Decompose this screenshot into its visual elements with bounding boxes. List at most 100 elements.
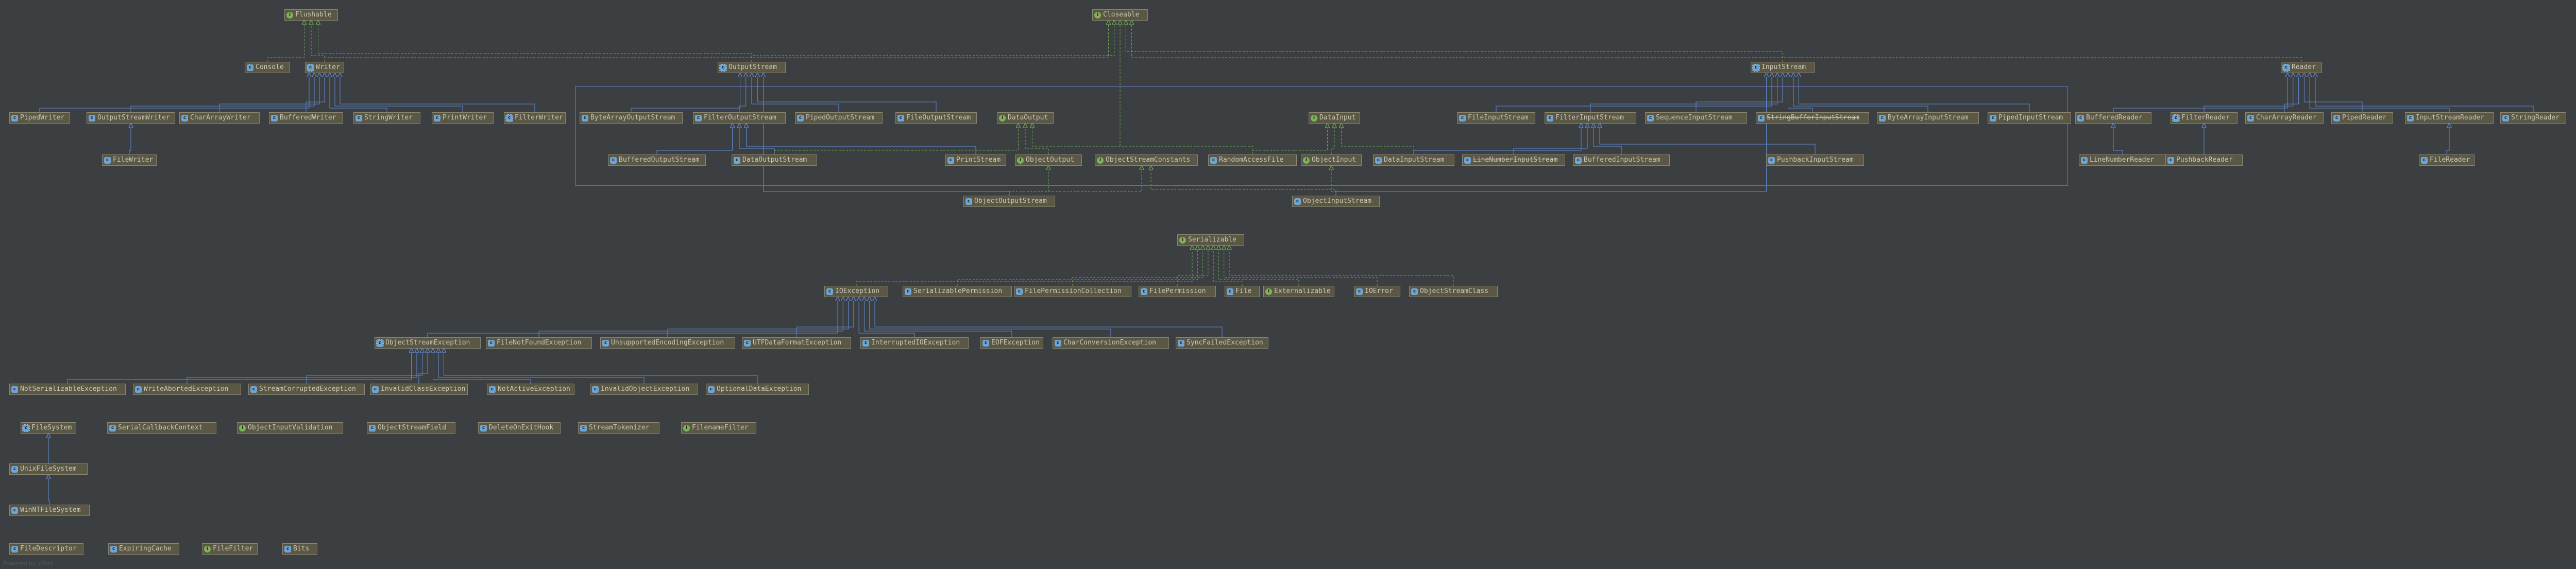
final-icon: c <box>905 288 911 295</box>
node-label: FilenameFilter <box>692 424 749 432</box>
edge-implements <box>1224 246 1378 286</box>
node-label: PipedWriter <box>20 114 65 122</box>
edge-extends <box>418 349 428 384</box>
node-label: FileInputStream <box>1468 114 1529 122</box>
node-label: NotSerializableException <box>20 385 117 393</box>
edge-implements <box>1229 246 1454 286</box>
edge-extends <box>1793 73 1928 112</box>
class-icon: c <box>1210 157 1217 164</box>
node-label: ExpiringCache <box>119 545 172 553</box>
class-icon: c <box>11 507 18 514</box>
final-icon: c <box>1141 288 1147 295</box>
node-label: Bits <box>293 545 310 553</box>
